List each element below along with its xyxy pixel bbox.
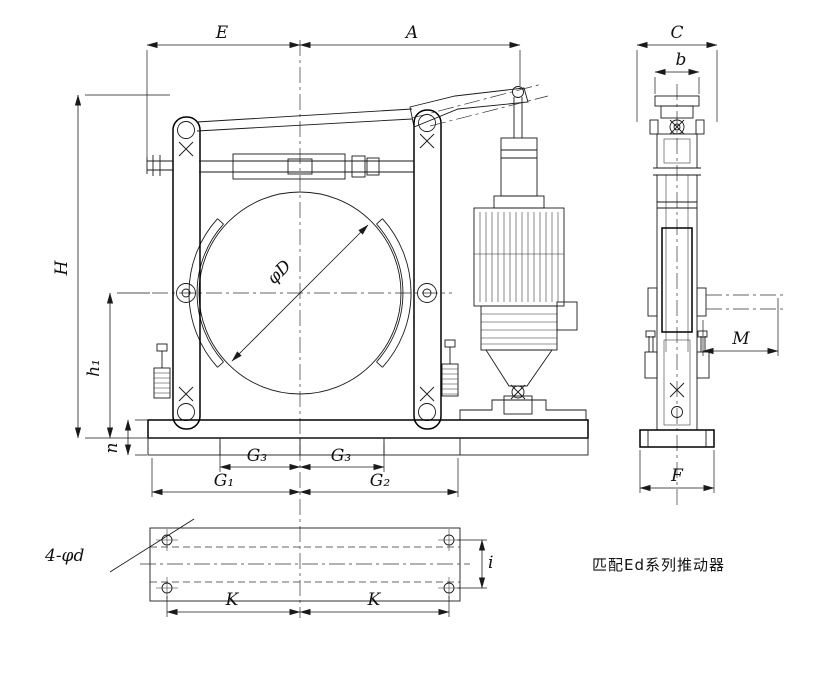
hole-leader-line: [109, 518, 195, 573]
dim-label-M: M: [731, 329, 750, 349]
dim-label-A: A: [404, 23, 418, 43]
cooling-fins: [479, 212, 559, 302]
front-view: [146, 40, 589, 618]
base-outline-plan: [149, 527, 461, 602]
base-plate: [147, 419, 589, 456]
dim-label-K-left: K: [225, 590, 240, 610]
right-brake-shoe: [376, 218, 412, 368]
dim-label-E: E: [215, 23, 229, 43]
thruster-bracket: [459, 399, 587, 420]
dim-label-i: i: [488, 553, 493, 573]
brake-drum: [198, 191, 402, 395]
dim-label-G3-right: G₃: [331, 446, 352, 466]
dim-label-bolt-holes: 4-φd: [44, 546, 84, 566]
dim-label-G3-left: G₃: [247, 446, 268, 466]
dim-label-b: b: [676, 50, 687, 70]
spring-rod-assembly: [146, 153, 414, 180]
dim-label-F: F: [670, 466, 684, 486]
plan-view: [109, 518, 470, 602]
thruster: [459, 97, 587, 420]
caption-thruster-note: 匹配Ed系列推动器: [592, 556, 725, 574]
left-brake-shoe: [188, 218, 224, 368]
lever-phantom-lines: [706, 294, 784, 310]
release-lever: [196, 83, 549, 132]
mounting-holes: [156, 529, 460, 599]
dim-label-G1: G₁: [214, 471, 234, 491]
dim-label-phiD: φD: [263, 256, 295, 288]
left-brake-arm: [172, 116, 201, 430]
side-view: [639, 84, 784, 505]
dim-label-G2: G₂: [370, 471, 391, 491]
dim-label-h1: h₁: [84, 359, 104, 377]
dim-label-H: H: [52, 259, 72, 276]
left-adjuster-bolt: [153, 343, 171, 399]
right-brake-arm: [413, 109, 442, 430]
dim-label-C: C: [670, 23, 683, 43]
right-adjuster-bolt: [441, 339, 459, 397]
dim-label-n: n: [102, 443, 122, 454]
dim-label-K-right: K: [367, 590, 382, 610]
